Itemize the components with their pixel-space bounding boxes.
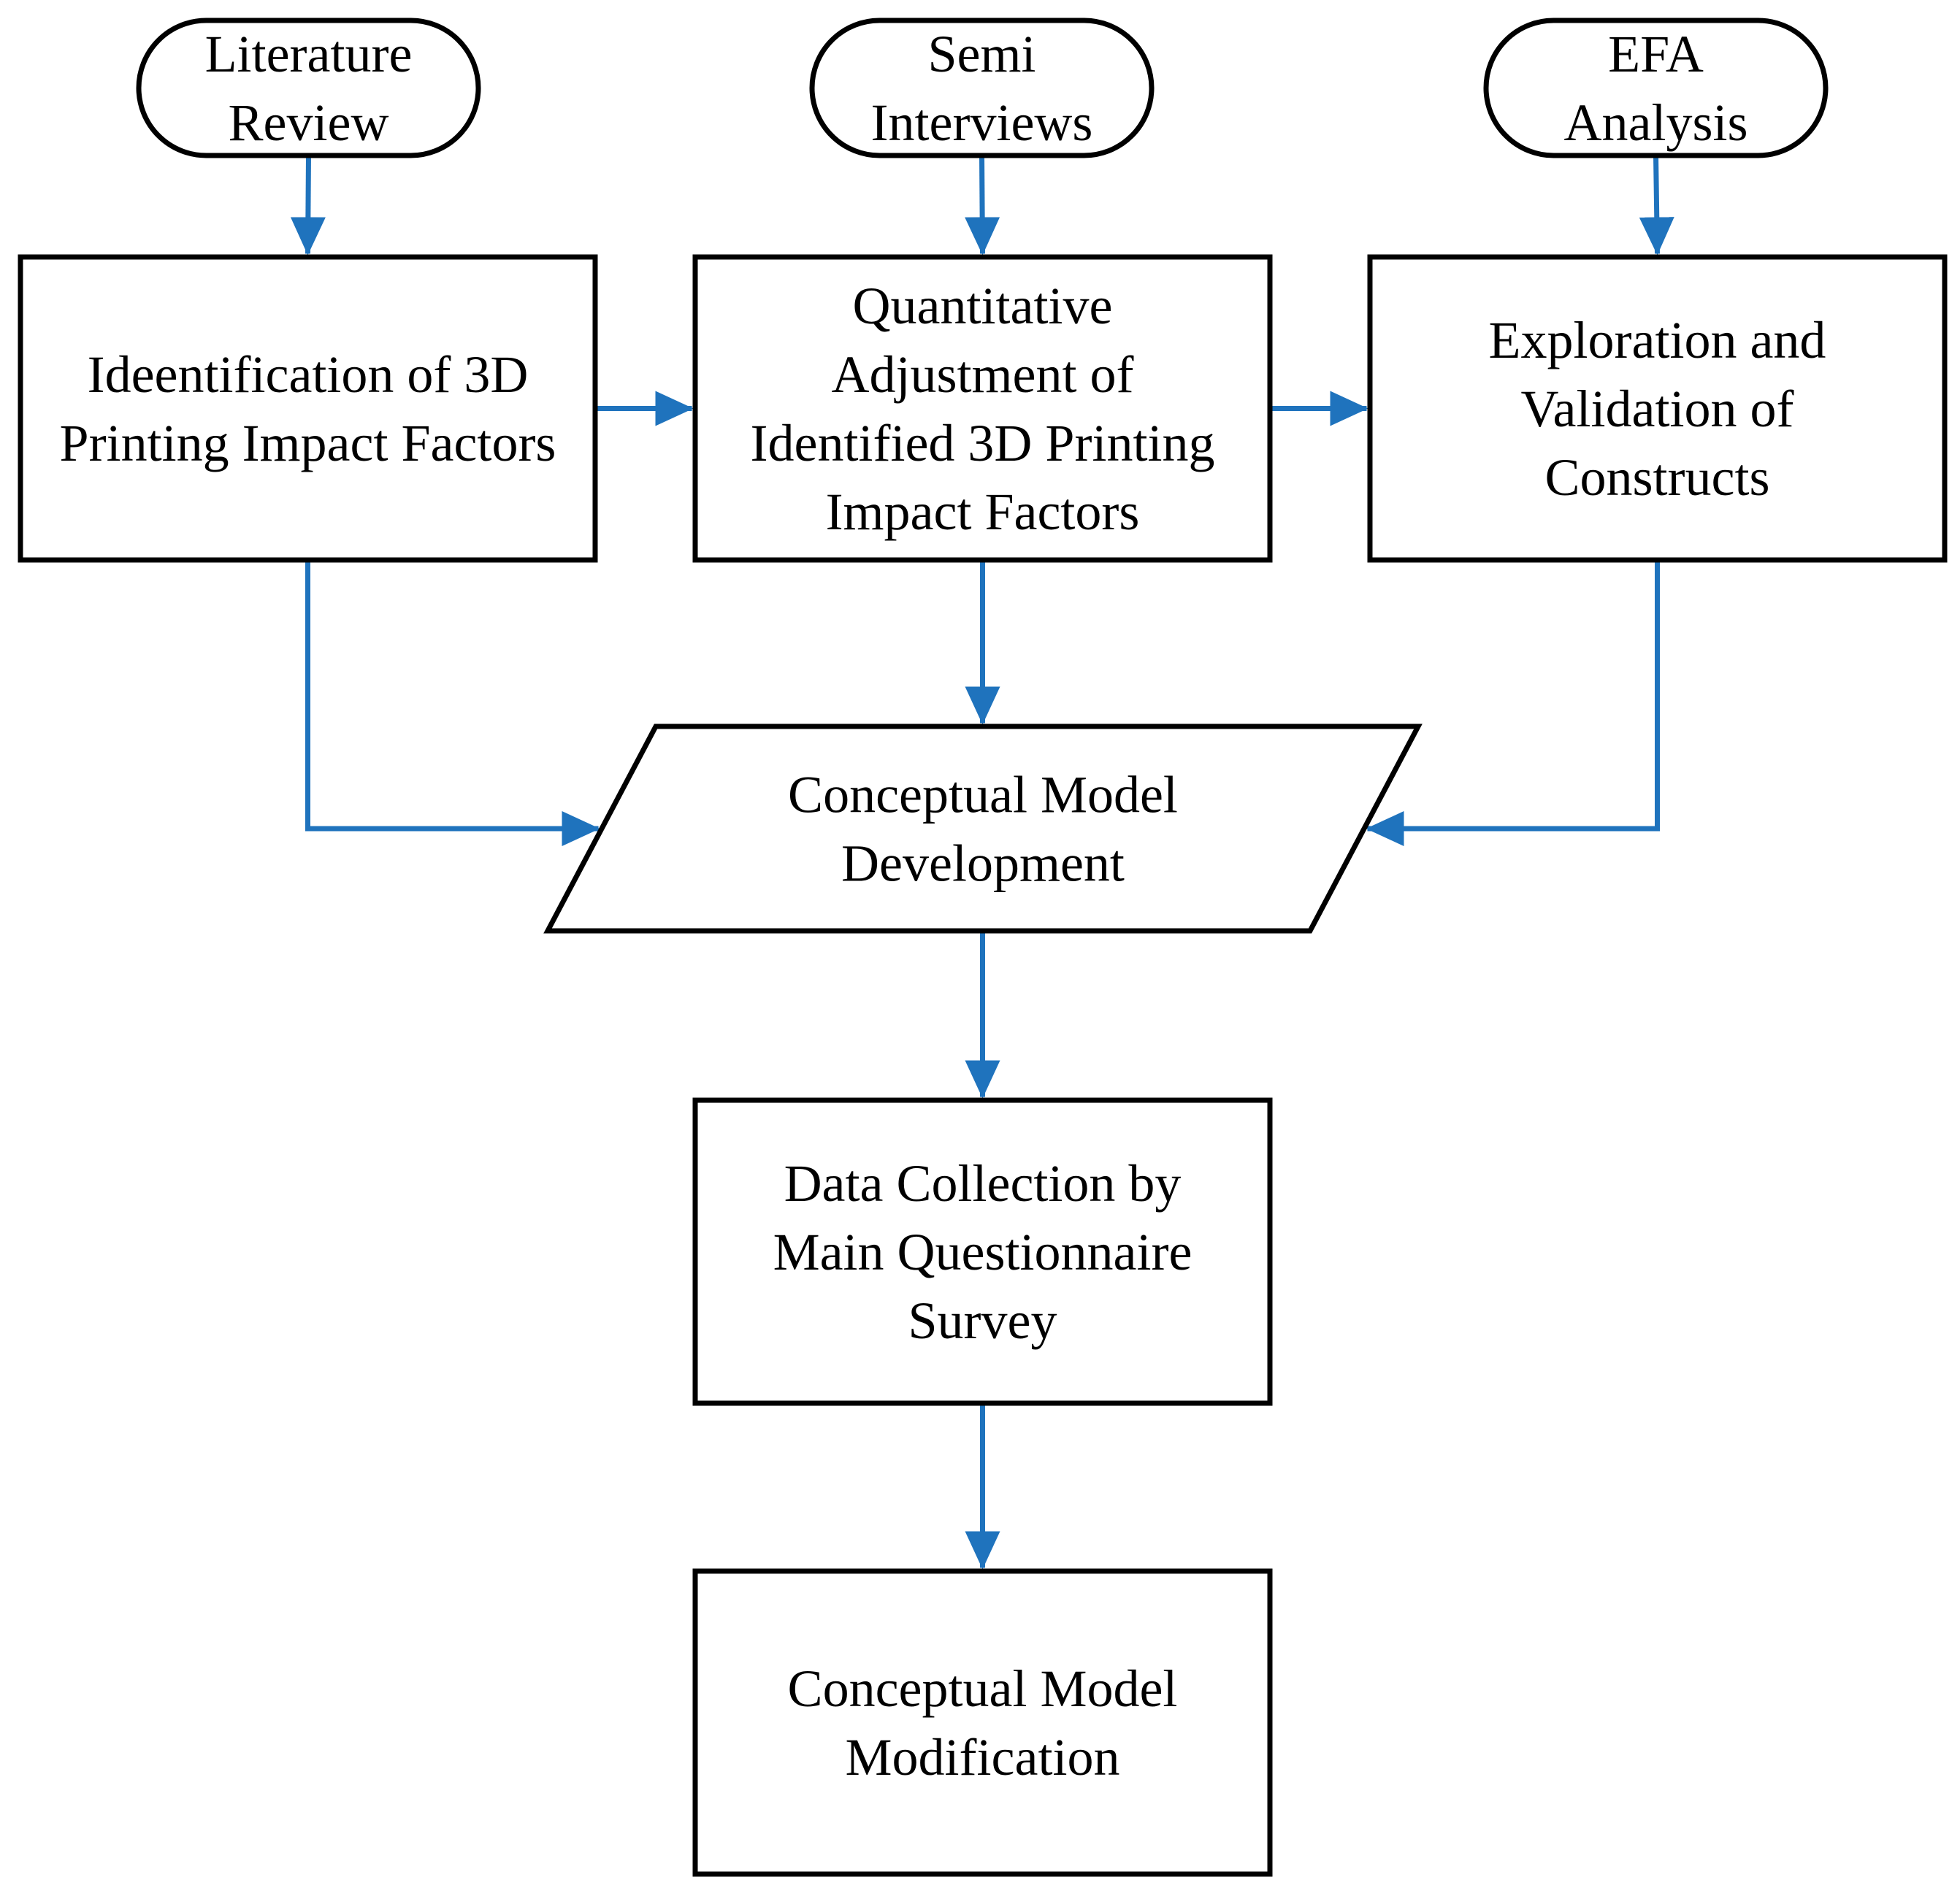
process-shape — [1367, 254, 1948, 563]
node-label-line: Identified 3D Printing — [751, 414, 1215, 472]
node-label-line: Quantitative — [853, 277, 1113, 335]
node-label-line: Development — [841, 834, 1125, 892]
node-label-line: Semi — [927, 25, 1035, 83]
node-label-line: Literature — [205, 25, 413, 83]
node-label-line: Survey — [908, 1291, 1057, 1350]
terminator-shape — [809, 18, 1155, 158]
node-label-line: EFA — [1608, 25, 1704, 83]
node-label-line: Data Collection by — [784, 1154, 1182, 1213]
terminator-shape — [136, 18, 481, 158]
node-label-line: Modification — [846, 1728, 1120, 1786]
node-label: EFA Analysis — [1564, 25, 1748, 152]
process-shape — [692, 254, 1273, 563]
node-label-line: Analysis — [1564, 93, 1748, 152]
node-label-line: Adjustment of — [832, 345, 1134, 404]
node-label-line: Main Questionnaire — [773, 1223, 1193, 1281]
process-shape — [692, 1097, 1273, 1406]
node-label-line: Validation of — [1521, 380, 1794, 438]
arrow-identification-to-conceptual-model-development — [305, 560, 600, 846]
node-label-line: Conceptual Model — [788, 765, 1178, 824]
node-label-line: Ideentification of 3D — [88, 345, 529, 404]
arrow-efa-analysis-to-exploration-validation — [1639, 155, 1674, 256]
process-shape — [18, 254, 598, 563]
node-label-line: Constructs — [1544, 448, 1769, 507]
node-label-line: Conceptual Model — [788, 1659, 1178, 1718]
node-label-line: Review — [229, 93, 389, 152]
arrow-semi-interviews-to-quantitative-adjustment — [965, 155, 1000, 256]
node-label-line: Impact Factors — [826, 483, 1140, 541]
node-label-line: Exploration and — [1489, 311, 1826, 369]
node-efa-analysis: EFA Analysis — [1483, 18, 1829, 158]
process-shape — [692, 1568, 1273, 1877]
node-label: Ideentification of 3D Printing Impact Fac… — [60, 345, 556, 472]
parallelogram-shape — [543, 724, 1423, 934]
arrow-exploration-validation-to-conceptual-model-development — [1366, 560, 1660, 846]
node-label-line: Printing Impact Factors — [60, 414, 556, 472]
node-label-line: Interviews — [871, 93, 1093, 152]
arrow-literature-review-to-identification — [290, 155, 326, 256]
node-identification: Ideentification of 3D Printing Impact Fac… — [18, 254, 598, 563]
connectors — [290, 155, 1674, 1570]
terminator-shape — [1483, 18, 1829, 158]
